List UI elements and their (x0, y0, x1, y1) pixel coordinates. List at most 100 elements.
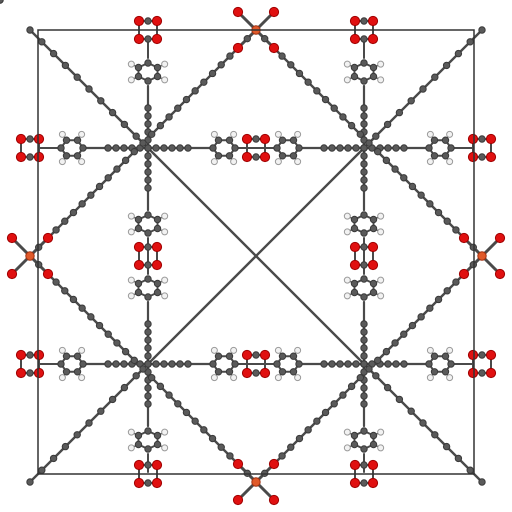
carbon-atom (321, 408, 330, 417)
hydrogen-atom (294, 158, 302, 166)
carbon-atom (79, 144, 87, 152)
hydrogen-atom (446, 346, 454, 354)
oxygen-atom (151, 15, 163, 27)
carbon-atom (369, 288, 378, 297)
carbon-atom (289, 352, 298, 360)
oxygen-atom (494, 268, 506, 280)
carbon-atom (289, 368, 298, 376)
carbon-atom (200, 426, 208, 434)
oxygen-atom (485, 151, 497, 163)
carbon-atom (184, 360, 192, 368)
carbon-atom (73, 136, 82, 144)
hydrogen-atom (230, 346, 238, 354)
carbon-atom (360, 384, 368, 392)
carbon-atom (419, 85, 427, 93)
carbon-atom (352, 144, 360, 152)
oxygen-atom (458, 268, 470, 280)
carbon-atom (454, 49, 463, 58)
hydrogen-atom (161, 60, 169, 68)
carbon-atom (252, 135, 260, 143)
carbon-atom (160, 144, 168, 152)
oxygen-atom (151, 259, 163, 271)
carbon-atom (452, 278, 460, 286)
oxygen-atom (133, 459, 145, 471)
hydrogen-atom (426, 346, 434, 354)
hydrogen-atom (377, 228, 385, 236)
carbon-atom (61, 217, 69, 225)
carbon-atom (134, 431, 143, 440)
hydrogen-atom (78, 158, 86, 166)
carbon-atom (360, 144, 368, 152)
carbon-atom (383, 120, 392, 129)
carbon-atom (339, 391, 347, 399)
oxygen-atom (494, 232, 506, 244)
carbon-atom (328, 360, 336, 368)
carbon-atom (350, 63, 359, 72)
oxygen-atom (259, 151, 271, 163)
oxygen-atom (33, 133, 45, 145)
oxygen-atom (151, 459, 163, 471)
carbon-atom (313, 417, 321, 425)
carbon-atom (395, 395, 404, 404)
carbon-atom (360, 400, 368, 408)
oxygen-atom (268, 42, 280, 54)
oxygen-atom (485, 133, 497, 145)
oxygen-atom (268, 458, 280, 470)
carbon-atom (200, 78, 208, 86)
carbon-atom (49, 49, 58, 58)
carbon-atom (369, 72, 378, 81)
oxygen-atom (151, 33, 163, 45)
carbon-atom (87, 313, 95, 321)
oxygen-atom (6, 232, 18, 244)
carbon-atom (108, 108, 117, 117)
carbon-atom (134, 279, 143, 288)
carbon-atom (360, 344, 368, 352)
carbon-atom (431, 73, 439, 81)
carbon-atom (134, 63, 143, 72)
carbon-atom (360, 427, 368, 435)
carbon-atom (360, 160, 368, 168)
hydrogen-atom (426, 158, 434, 166)
carbon-atom (153, 215, 162, 224)
carbon-atom (182, 408, 191, 417)
carbon-atom (120, 120, 129, 129)
oxygen-atom (349, 459, 361, 471)
carbon-atom (392, 360, 400, 368)
hydrogen-atom (161, 444, 169, 452)
oxygen-atom (467, 349, 479, 361)
carbon-atom (372, 132, 380, 140)
carbon-atom (26, 26, 34, 34)
carbon-atom (139, 365, 147, 373)
hydrogen-atom (446, 374, 454, 382)
carbon-atom (144, 144, 152, 152)
hydrogen-atom (274, 374, 282, 382)
carbon-atom (295, 434, 304, 443)
carbon-atom (278, 52, 286, 60)
carbon-atom (191, 87, 199, 95)
oxygen-atom (15, 133, 27, 145)
carbon-atom (97, 97, 105, 105)
carbon-atom (330, 400, 338, 408)
hydrogen-atom (377, 60, 385, 68)
carbon-atom (443, 287, 451, 295)
carbon-atom (295, 144, 303, 152)
carbon-atom (182, 95, 191, 104)
carbon-atom (61, 287, 69, 295)
carbon-atom (153, 440, 162, 449)
hydrogen-atom (230, 130, 238, 138)
carbon-atom (360, 152, 368, 160)
oxygen-atom (367, 259, 379, 271)
carbon-atom (144, 112, 152, 120)
carbon-atom (365, 365, 373, 373)
carbon-atom (360, 352, 368, 360)
carbon-atom (139, 139, 147, 147)
carbon-atom (252, 351, 260, 359)
carbon-atom (430, 152, 439, 160)
carbon-atom (176, 144, 184, 152)
carbon-atom (85, 419, 93, 427)
carbon-atom (373, 356, 382, 365)
hydrogen-atom (78, 374, 86, 382)
carbon-atom (360, 229, 368, 237)
oxygen-atom (151, 477, 163, 489)
oxygen-atom (268, 6, 280, 18)
